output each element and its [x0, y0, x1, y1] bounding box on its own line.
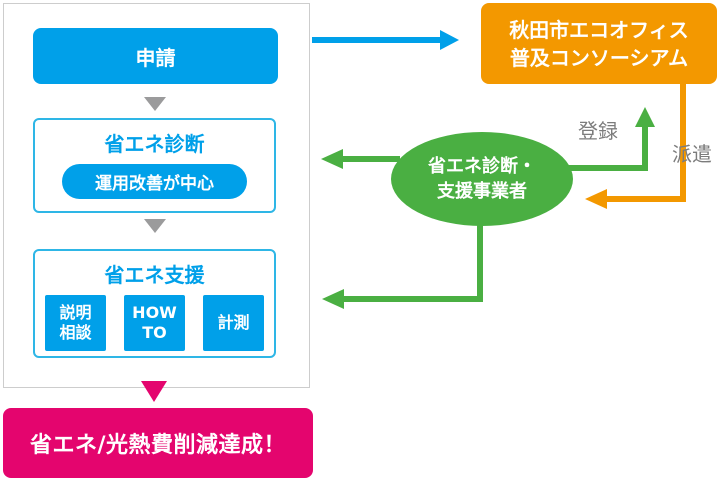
provider-register-arrow: [560, 107, 655, 171]
application-to-consortium-arrow: [312, 30, 459, 50]
down-arrow-icon: [144, 97, 166, 111]
down-arrow-icon: [144, 219, 166, 233]
consortium-line1: 秋田市エコオフィス: [509, 17, 689, 42]
register-label: 登録: [578, 119, 618, 143]
down-arrow-icon: [141, 381, 167, 402]
support-items-row: 説明 相談 HOW TO 計測: [45, 295, 264, 351]
diagnosis-note-pill: 運用改善が中心: [62, 164, 247, 199]
result-box: 省エネ/光熱費削減達成！: [3, 408, 313, 478]
support-item-label: 説明: [59, 303, 92, 322]
support-item-label: 相談: [59, 323, 92, 342]
provider-ellipse: 省エネ診断・ 支援事業者: [391, 132, 573, 226]
application-label: 申請: [135, 45, 176, 70]
support-box: 省エネ支援 説明 相談 HOW TO 計測: [33, 249, 276, 358]
diagnosis-title: 省エネ診断: [104, 132, 205, 156]
result-label: 省エネ/光熱費削減達成！: [29, 433, 287, 458]
application-box: 申請: [33, 28, 278, 84]
support-item-consult: 説明 相談: [45, 295, 106, 351]
support-item-label: TO: [142, 323, 167, 342]
consortium-box: 秋田市エコオフィス 普及コンソーシアム: [481, 3, 717, 84]
support-item-label: HOW: [132, 303, 177, 322]
support-item-label: 計測: [217, 313, 250, 332]
support-item-measure: 計測: [203, 295, 264, 351]
support-title: 省エネ支援: [104, 263, 205, 287]
consortium-line2: 普及コンソーシアム: [509, 45, 689, 70]
provider-line2: 支援事業者: [437, 181, 527, 202]
diagnosis-box: 省エネ診断 運用改善が中心: [33, 118, 276, 213]
dispatch-label: 派遣: [672, 142, 712, 166]
process-panel: 申請 省エネ診断 運用改善が中心 省エネ支援 説明 相談 HOW TO 計測: [3, 3, 310, 388]
consortium-dispatch-arrow: [585, 82, 686, 209]
provider-line1: 省エネ診断・: [428, 156, 536, 177]
provider-to-support-arrow: [322, 224, 483, 309]
support-item-howto: HOW TO: [124, 295, 185, 351]
provider-to-diagnosis-arrow: [321, 149, 400, 169]
